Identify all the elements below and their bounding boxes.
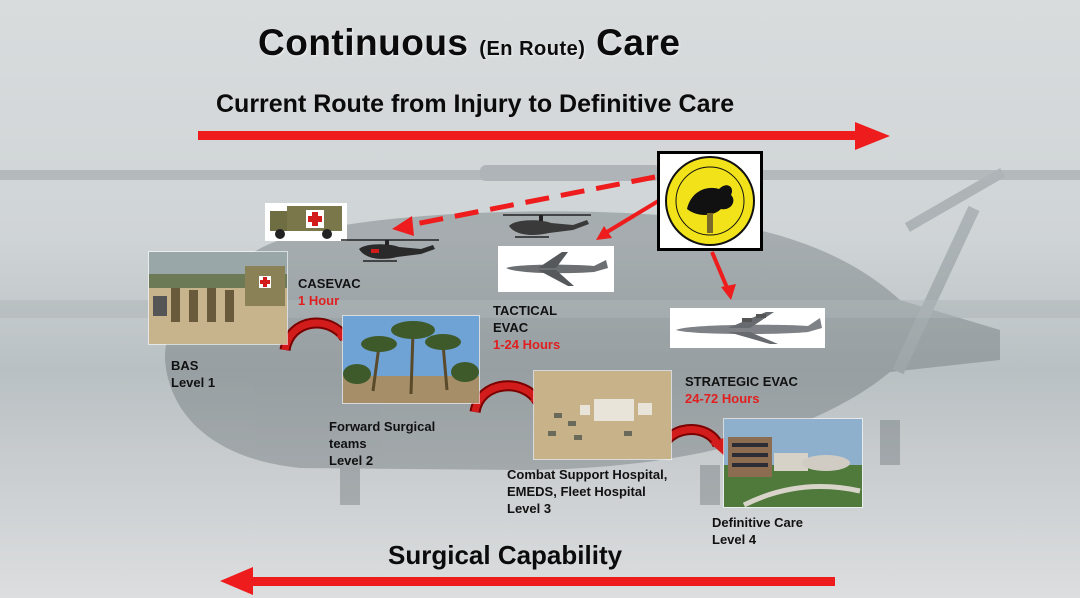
combat-support-hospital-photo [533, 370, 672, 460]
forward-surgical-label: Forward Surgical teams Level 2 [329, 418, 435, 469]
forward-surgical-label-line1: Forward Surgical [329, 419, 436, 434]
helicopter-icon [341, 235, 439, 267]
forward-surgical-label-line2: teams [329, 436, 367, 451]
bas-photo [148, 251, 288, 345]
bas-label-line2: Level 1 [171, 375, 216, 390]
arrow-to-tactical [596, 198, 662, 240]
critical-care-air-transport-team-badge-icon [657, 151, 763, 251]
forward-surgical-photo [342, 315, 480, 404]
surgical-capability-label: Surgical Capability [388, 540, 623, 570]
bas-label: BAS Level 1 [171, 357, 215, 391]
combat-support-label-line3: Level 3 [507, 501, 552, 516]
definitive-care-label: Definitive Care Level 4 [712, 514, 803, 548]
forward-surgical-label-line3: Level 2 [329, 453, 374, 468]
casevac-name: CASEVAC [298, 276, 361, 291]
route-subtitle: Current Route from Injury to Definitive … [216, 90, 735, 118]
bas-label-line1: BAS [171, 358, 199, 373]
tactical-evac-name-line2: EVAC [493, 320, 529, 335]
casevac-label: CASEVAC 1 Hour [298, 275, 361, 309]
strategic-evac-name: STRATEGIC EVAC [685, 374, 798, 389]
helicopter-icon-2 [499, 210, 595, 242]
ambulance-icon [265, 203, 347, 241]
casevac-time: 1 Hour [298, 293, 340, 308]
definitive-care-photo [723, 418, 863, 508]
strategic-evac-label: STRATEGIC EVAC 24-72 Hours [685, 373, 798, 407]
definitive-care-label-line1: Definitive Care [712, 515, 804, 530]
top-route-arrow [198, 122, 890, 150]
tactical-evac-time: 1-24 Hours [493, 337, 561, 352]
definitive-care-label-line2: Level 4 [712, 532, 757, 547]
slide-title: Continuous (En Route) Care [258, 22, 681, 63]
tactical-evac-name-line1: TACTICAL [493, 303, 558, 318]
bottom-capability-arrow [220, 567, 835, 595]
strategic-evac-time: 24-72 Hours [685, 391, 760, 406]
dashed-arrow-to-casevac [392, 174, 656, 236]
combat-support-label-line2: EMEDS, Fleet Hospital [507, 484, 646, 499]
c17-jet-icon [670, 308, 825, 348]
c130-plane-icon [498, 246, 614, 292]
arrow-to-strategic [710, 251, 736, 300]
tactical-evac-label: TACTICAL EVAC 1-24 Hours [493, 302, 560, 353]
combat-support-label-line1: Combat Support Hospital, [507, 467, 668, 482]
combat-support-label: Combat Support Hospital, EMEDS, Fleet Ho… [507, 466, 667, 517]
